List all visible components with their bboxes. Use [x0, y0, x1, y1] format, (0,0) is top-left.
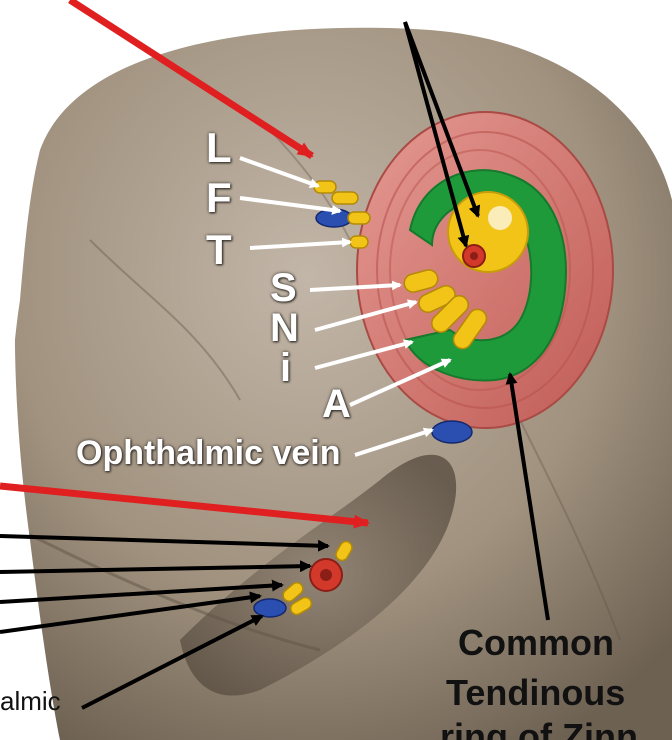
label-f: F: [206, 174, 232, 222]
label-l: L: [206, 124, 232, 172]
label-n: N: [270, 306, 299, 351]
label-ring-of-zinn: ring of Zinn: [440, 716, 638, 740]
label-i: i: [280, 346, 291, 391]
label-t: T: [206, 226, 232, 274]
label-a: A: [322, 382, 351, 427]
label-ophthalmic-cut: almic: [0, 686, 61, 717]
optic-nerve: [448, 192, 528, 272]
label-s: S: [270, 266, 297, 311]
label-common: Common: [458, 622, 614, 664]
ophthalmic-vein-shape: [432, 421, 472, 443]
label-tendinous: Tendinous: [446, 672, 625, 714]
ophthalmic-artery: [463, 245, 485, 267]
label-ophthalmic-vein: Ophthalmic vein: [76, 434, 341, 473]
